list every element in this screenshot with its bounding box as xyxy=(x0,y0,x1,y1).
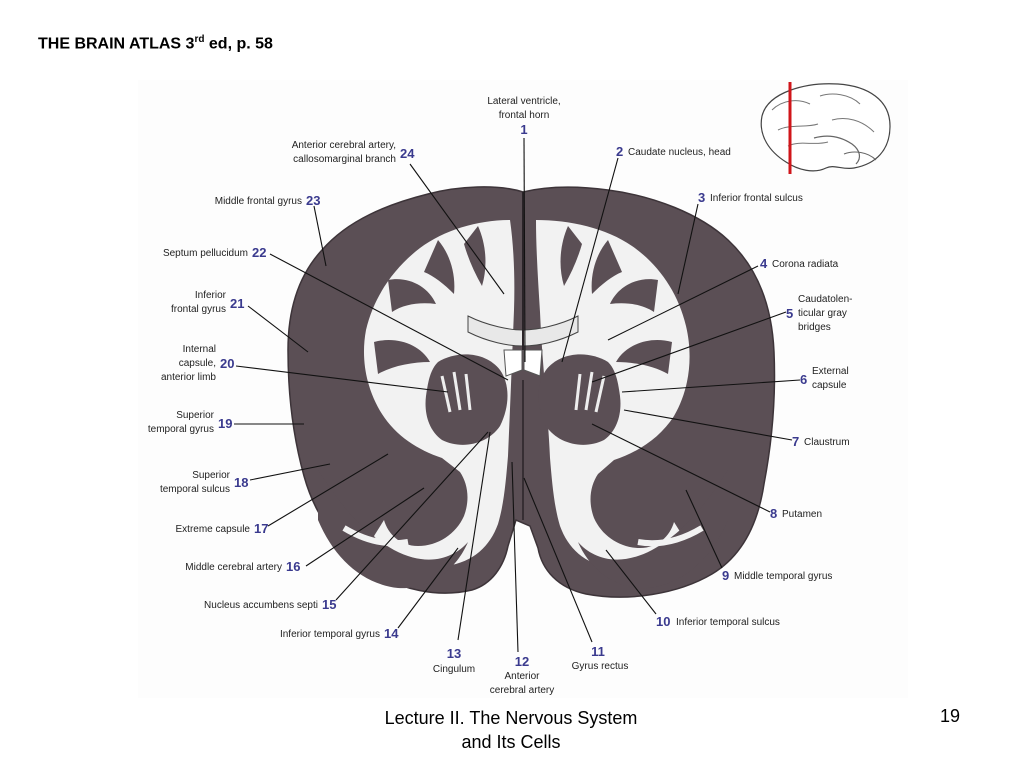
svg-text:Claustrum: Claustrum xyxy=(804,437,850,448)
svg-text:6: 6 xyxy=(800,372,807,387)
svg-text:Superior: Superior xyxy=(176,410,214,421)
svg-text:10: 10 xyxy=(656,614,670,629)
svg-text:Internal: Internal xyxy=(183,344,216,355)
label-11: 11 Gyrus rectus xyxy=(572,644,629,672)
svg-text:callosomarginal branch: callosomarginal branch xyxy=(293,154,396,165)
svg-text:Lateral ventricle,: Lateral ventricle, xyxy=(487,96,560,107)
label-9: 9 Middle temporal gyrus xyxy=(722,568,832,583)
label-16: Middle cerebral artery 16 xyxy=(185,559,300,574)
svg-text:External: External xyxy=(812,366,849,377)
svg-text:Middle cerebral artery: Middle cerebral artery xyxy=(185,562,282,573)
brain-slice xyxy=(287,186,776,598)
svg-text:21: 21 xyxy=(230,296,244,311)
svg-text:5: 5 xyxy=(786,306,793,321)
label-13: 13 Cingulum xyxy=(433,646,475,675)
svg-text:17: 17 xyxy=(254,521,268,536)
label-10: 10 Inferior temporal sulcus xyxy=(656,614,780,629)
svg-text:Caudate nucleus, head: Caudate nucleus, head xyxy=(628,147,731,158)
label-20: Internal capsule, 20 anterior limb xyxy=(161,344,235,383)
svg-text:1: 1 xyxy=(520,122,527,137)
svg-text:Middle frontal gyrus: Middle frontal gyrus xyxy=(215,196,302,207)
svg-text:18: 18 xyxy=(234,475,248,490)
svg-text:3: 3 xyxy=(698,190,705,205)
label-22: Septum pellucidum 22 xyxy=(163,245,267,260)
slide-title: THE BRAIN ATLAS 3rd ed, p. 58 xyxy=(38,34,273,53)
leader-lines xyxy=(234,137,801,653)
label-18: Superior 18 temporal sulcus xyxy=(160,470,249,495)
label-12: 12 Anterior cerebral artery xyxy=(490,654,554,696)
structure-labels: Lateral ventricle, frontal horn 1 2 Caud… xyxy=(148,96,853,696)
footer-line-2: and Its Cells xyxy=(461,732,561,752)
svg-text:Extreme capsule: Extreme capsule xyxy=(176,524,251,535)
svg-text:Caudatolen-: Caudatolen- xyxy=(798,294,852,305)
svg-text:Cingulum: Cingulum xyxy=(433,664,475,675)
svg-text:frontal horn: frontal horn xyxy=(499,110,550,121)
svg-text:Anterior cerebral artery,: Anterior cerebral artery, xyxy=(292,140,396,151)
svg-text:temporal gyrus: temporal gyrus xyxy=(148,424,214,435)
svg-text:Inferior: Inferior xyxy=(195,290,227,301)
svg-text:capsule: capsule xyxy=(812,380,847,391)
svg-text:Corona radiata: Corona radiata xyxy=(772,259,839,270)
svg-text:19: 19 xyxy=(218,416,232,431)
locator-inset xyxy=(760,82,891,174)
label-4: 4 Corona radiata xyxy=(760,256,839,271)
svg-text:4: 4 xyxy=(760,256,768,271)
label-5: Caudatolen- 5 ticular gray bridges xyxy=(786,294,852,333)
label-14: Inferior temporal gyrus 14 xyxy=(280,626,399,641)
label-17: Extreme capsule 17 xyxy=(176,521,269,536)
svg-text:15: 15 xyxy=(322,597,336,612)
svg-text:13: 13 xyxy=(447,646,461,661)
svg-text:Inferior frontal sulcus: Inferior frontal sulcus xyxy=(710,193,803,204)
svg-text:24: 24 xyxy=(400,146,415,161)
coronal-section-svg: Lateral ventricle, frontal horn 1 2 Caud… xyxy=(148,82,891,696)
svg-text:20: 20 xyxy=(220,356,234,371)
svg-text:23: 23 xyxy=(306,193,320,208)
svg-text:Nucleus accumbens septi: Nucleus accumbens septi xyxy=(204,600,318,611)
svg-text:16: 16 xyxy=(286,559,300,574)
svg-text:22: 22 xyxy=(252,245,266,260)
label-19: Superior 19 temporal gyrus xyxy=(148,410,233,435)
svg-text:11: 11 xyxy=(591,644,605,659)
footer-line-1: Lecture II. The Nervous System xyxy=(384,708,638,728)
label-23: Middle frontal gyrus 23 xyxy=(215,193,321,208)
svg-text:Putamen: Putamen xyxy=(782,509,822,520)
svg-text:Middle temporal gyrus: Middle temporal gyrus xyxy=(734,571,832,582)
svg-text:Superior: Superior xyxy=(192,470,230,481)
svg-text:Inferior temporal sulcus: Inferior temporal sulcus xyxy=(676,617,780,628)
label-2: 2 Caudate nucleus, head xyxy=(616,144,731,159)
label-7: 7 Claustrum xyxy=(792,434,850,449)
brain-section-figure: Lateral ventricle, frontal horn 1 2 Caud… xyxy=(138,80,908,698)
svg-text:14: 14 xyxy=(384,626,399,641)
svg-text:9: 9 xyxy=(722,568,729,583)
svg-text:frontal gyrus: frontal gyrus xyxy=(171,304,226,315)
svg-text:capsule,: capsule, xyxy=(179,358,216,369)
label-21: Inferior 21 frontal gyrus xyxy=(171,290,245,315)
svg-text:8: 8 xyxy=(770,506,777,521)
svg-text:7: 7 xyxy=(792,434,799,449)
label-8: 8 Putamen xyxy=(770,506,822,521)
svg-text:Septum pellucidum: Septum pellucidum xyxy=(163,248,248,259)
slide-footer: Lecture II. The Nervous System and Its C… xyxy=(330,706,692,754)
label-15: Nucleus accumbens septi 15 xyxy=(204,597,336,612)
svg-text:Inferior temporal gyrus: Inferior temporal gyrus xyxy=(280,629,380,640)
label-3: 3 Inferior frontal sulcus xyxy=(698,190,803,205)
svg-text:bridges: bridges xyxy=(798,322,831,333)
svg-text:12: 12 xyxy=(515,654,529,669)
svg-text:Anterior: Anterior xyxy=(504,671,540,682)
svg-text:anterior limb: anterior limb xyxy=(161,372,216,383)
label-24: Anterior cerebral artery, 24 callosomarg… xyxy=(292,140,416,165)
label-1: Lateral ventricle, frontal horn 1 xyxy=(487,96,560,137)
svg-text:2: 2 xyxy=(616,144,623,159)
svg-text:temporal sulcus: temporal sulcus xyxy=(160,484,230,495)
svg-text:ticular gray: ticular gray xyxy=(798,308,847,319)
page-number: 19 xyxy=(939,706,960,726)
label-6: External 6 capsule xyxy=(800,366,849,391)
svg-text:Gyrus rectus: Gyrus rectus xyxy=(572,661,629,672)
svg-text:cerebral artery: cerebral artery xyxy=(490,685,554,696)
